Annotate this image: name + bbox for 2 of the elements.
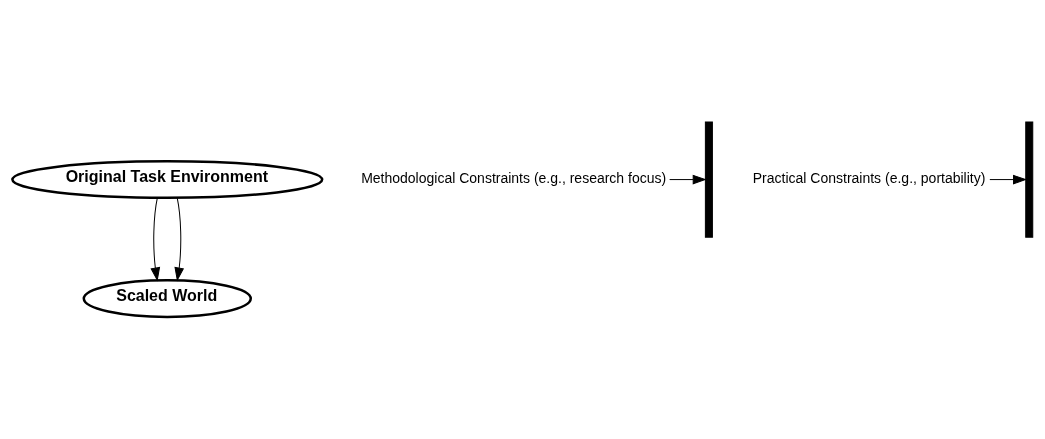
node-text: Methodological Constraints (e.g., research focus) bbox=[361, 170, 667, 187]
node-text: Practical Constraints (e.g., portability) bbox=[752, 170, 986, 187]
